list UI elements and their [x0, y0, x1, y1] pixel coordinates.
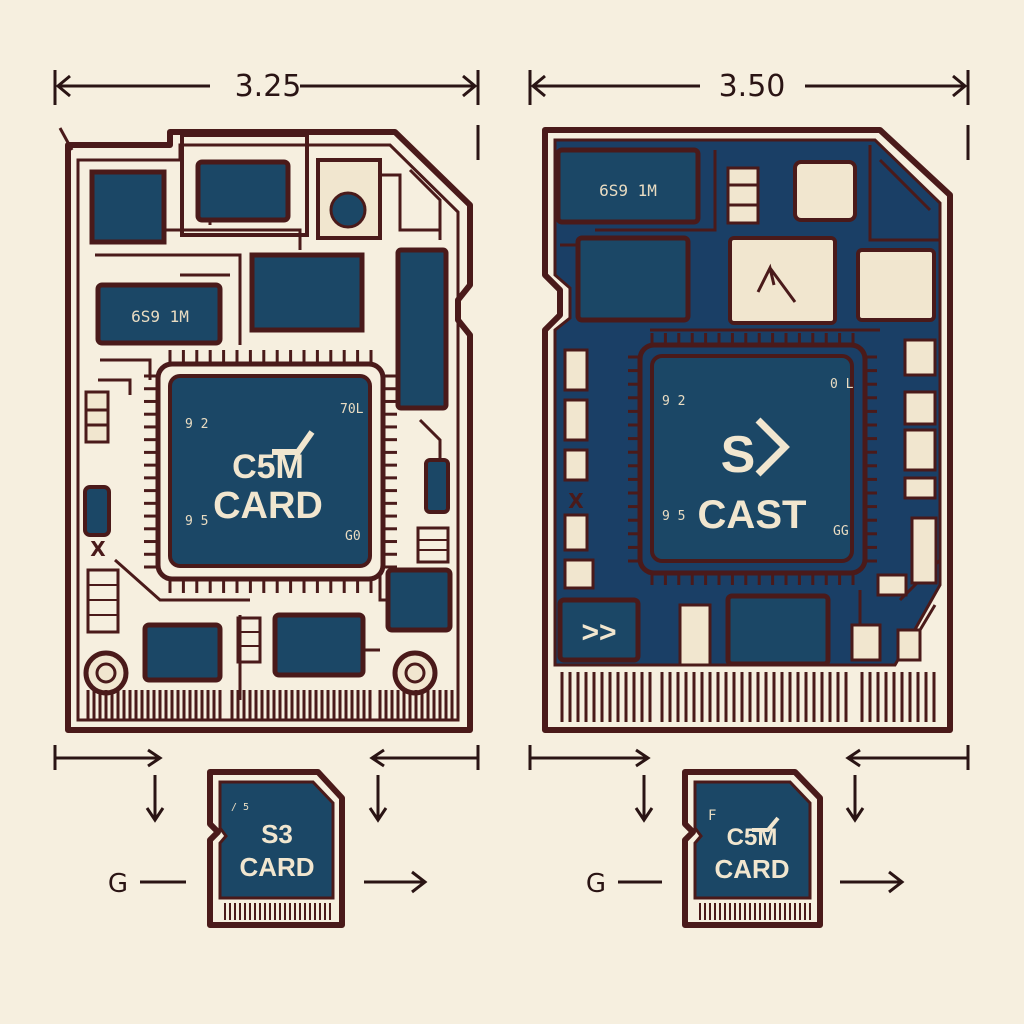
- left-mount-hole-right: [392, 650, 438, 696]
- small-card-left-tiny-mark: / 5: [231, 802, 249, 813]
- left-mount-hole-left: [83, 650, 129, 696]
- left-card: 3.25 6S9 1M: [53, 69, 480, 733]
- left-component-vertical: [395, 247, 449, 411]
- bottom-left-dimensions: [53, 745, 480, 894]
- right-chip-small-bl: 9 5: [662, 509, 685, 524]
- left-component-label-chip: [95, 282, 223, 346]
- left-component-pad-hole: [329, 191, 367, 229]
- left-chip-small-br: G0: [345, 529, 361, 544]
- left-corner-tick: [58, 127, 74, 151]
- right-side-mark: X: [568, 489, 584, 513]
- left-component-label: 6S9 1M: [131, 307, 189, 326]
- left-chip-line2: CARD: [213, 485, 323, 527]
- small-card-left: S3 CARD / 5: [207, 769, 345, 928]
- right-component-label: 6S9 1M: [599, 181, 657, 200]
- left-bottom-chip-c: [385, 567, 453, 633]
- left-component-top-frame: [180, 133, 309, 237]
- left-width-dimension: [53, 70, 480, 105]
- right-width-label: 3.50: [719, 69, 786, 104]
- right-pad-arrow-icon: [756, 263, 797, 303]
- right-traces: [560, 145, 942, 660]
- left-main-chip: [168, 374, 372, 568]
- right-bottom-chip-b: [725, 593, 831, 667]
- right-card: 3.50 6S9 1M: [528, 69, 970, 733]
- small-card-right-g-label: G: [586, 869, 606, 899]
- right-chip-line2: CAST: [698, 493, 807, 537]
- right-component-chip-b: [575, 235, 691, 323]
- right-bottom-arrow-glyph: >>: [581, 616, 616, 649]
- right-chip-small-tl: 9 2: [662, 394, 685, 409]
- right-edge-connector: [560, 672, 936, 722]
- left-bottom-chip-b: [272, 612, 366, 678]
- left-side-mark: X: [90, 537, 106, 561]
- right-chip-slash-mark: [755, 417, 790, 477]
- right-component-pad: [793, 160, 857, 222]
- left-component-top-chip: [195, 159, 291, 223]
- small-card-right-corner-mark: F: [708, 808, 716, 824]
- small-card-left-line1: S3: [261, 819, 293, 849]
- left-resistors: [83, 390, 450, 664]
- right-main-chip: [650, 354, 854, 563]
- right-chip-small-br: GG: [833, 524, 849, 539]
- right-chip-small-tr: 0 L: [830, 377, 854, 392]
- small-card-right-contacts: [699, 903, 811, 920]
- small-card-right-check: [752, 816, 780, 832]
- small-card-left-line2: CARD: [239, 852, 314, 882]
- right-width-dimension: [528, 70, 970, 105]
- small-card-left-contacts: [224, 903, 331, 920]
- right-resistors: [563, 338, 938, 667]
- right-component-label-chip: [555, 147, 701, 225]
- small-card-right-body: [693, 780, 812, 900]
- right-component-pad-right: [856, 248, 936, 322]
- bottom-right-dimensions: [528, 745, 970, 894]
- right-bottom-arrow-chip: [557, 597, 641, 663]
- right-chip-line1: S: [721, 426, 756, 484]
- left-chip-small-tl: 9 2: [185, 417, 208, 432]
- small-card-right: C5M CARD F: [682, 769, 823, 928]
- right-component-resistor-a: [726, 166, 760, 225]
- left-component-tl: [89, 169, 167, 245]
- left-bottom-chip-a: [142, 622, 223, 683]
- left-component-mid-chip: [249, 252, 365, 333]
- left-width-label: 3.25: [235, 69, 302, 104]
- right-component-pad-arrow: [728, 236, 837, 325]
- left-chip-check-mark: [272, 430, 315, 455]
- left-chip-small-tr: 70L: [340, 402, 364, 417]
- small-card-left-body: [218, 780, 335, 900]
- small-card-left-g-label: G: [108, 869, 128, 899]
- left-chip-small-bl: 9 5: [185, 514, 208, 529]
- small-card-right-line2: CARD: [714, 854, 789, 884]
- left-edge-connector: [86, 690, 454, 720]
